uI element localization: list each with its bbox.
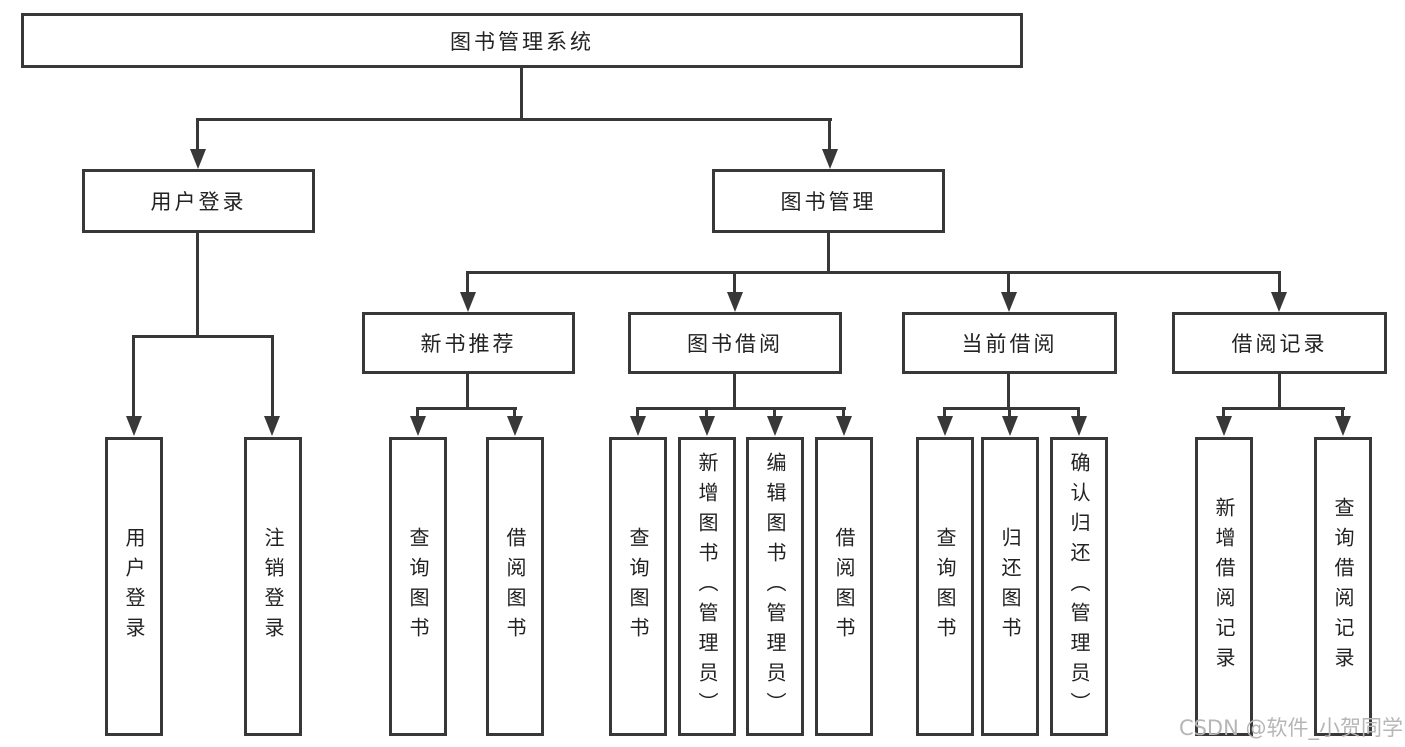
node-borrowing-records: 借阅记录 [1172, 312, 1387, 374]
connector-line [828, 118, 831, 151]
node-label: 借阅图书 [503, 526, 527, 647]
node-label: 注销登录 [261, 526, 285, 647]
arrow-down-icon [699, 416, 715, 436]
connector-line [520, 68, 523, 118]
connector-line [827, 233, 830, 273]
connector-line [466, 374, 469, 410]
node-current-borrowing: 当前借阅 [902, 312, 1117, 374]
leaf-return-book: 归还图书 [981, 437, 1039, 736]
connector-line [416, 407, 419, 418]
leaf-borrow-book-borrowing: 借阅图书 [815, 437, 873, 736]
leaf-add-book-admin: 新增图书（管理员） [678, 437, 736, 736]
connector-line [196, 118, 832, 121]
arrow-down-icon [126, 416, 142, 436]
node-label: 当前借阅 [961, 332, 1058, 356]
connector-line [1278, 271, 1281, 295]
connector-line [733, 374, 736, 410]
node-label: 编辑图书（管理员） [763, 451, 787, 722]
node-label: 图书管理系统 [450, 29, 594, 54]
leaf-query-borrow-record: 查询借阅记录 [1314, 437, 1372, 736]
node-label: 借阅图书 [832, 526, 856, 647]
connector-line [636, 407, 846, 410]
leaf-add-borrow-record: 新增借阅记录 [1195, 437, 1253, 736]
arrow-down-icon [410, 416, 426, 436]
connector-line [773, 407, 776, 418]
arrow-down-icon [767, 416, 783, 436]
leaf-user-login: 用户登录 [105, 437, 163, 736]
leaf-borrow-book-recommend: 借阅图书 [486, 437, 544, 736]
connector-line [271, 335, 274, 417]
node-book-management: 图书管理 [712, 169, 945, 233]
node-label: 查询借阅记录 [1331, 496, 1355, 677]
node-label: 查询图书 [933, 526, 957, 647]
arrow-down-icon [836, 416, 852, 436]
arrow-down-icon [507, 416, 523, 436]
connector-line [1222, 407, 1225, 418]
arrow-down-icon [1216, 416, 1232, 436]
arrow-down-icon [937, 416, 953, 436]
node-label: 查询图书 [406, 526, 430, 647]
node-label: 新增图书（管理员） [695, 451, 719, 722]
connector-line [1341, 407, 1344, 418]
connector-line [196, 118, 199, 151]
node-label: 借阅记录 [1231, 332, 1328, 356]
connector-line [943, 407, 1080, 410]
connector-line [1077, 407, 1080, 418]
arrow-down-icon [190, 149, 206, 169]
connector-line [416, 407, 517, 410]
connector-line [513, 407, 516, 418]
arrow-down-icon [727, 292, 743, 312]
leaf-confirm-return-admin: 确认归还（管理员） [1050, 437, 1108, 736]
node-book-management-system: 图书管理系统 [21, 13, 1023, 68]
node-label: 用户登录 [122, 526, 146, 647]
connector-line [1222, 407, 1345, 410]
connector-line [132, 335, 274, 338]
node-label: 确认归还（管理员） [1067, 451, 1091, 722]
node-label: 新增借阅记录 [1212, 496, 1236, 677]
leaf-query-book-recommend: 查询图书 [389, 437, 447, 736]
arrow-down-icon [1271, 292, 1287, 312]
watermark: CSDN @软件_小贺同学 [1178, 716, 1403, 740]
connector-line [705, 407, 708, 418]
arrow-down-icon [1002, 416, 1018, 436]
connector-line [943, 407, 946, 418]
arrow-down-icon [822, 149, 838, 169]
connector-line [842, 407, 845, 418]
connector-line [636, 407, 639, 418]
arrow-down-icon [630, 416, 646, 436]
connector-line [196, 233, 199, 338]
leaf-logout-login: 注销登录 [244, 437, 302, 736]
node-label: 图书借阅 [687, 332, 783, 356]
node-label: 查询图书 [626, 526, 650, 647]
connector-line [466, 271, 1280, 274]
leaf-query-book-current: 查询图书 [916, 437, 974, 736]
arrow-down-icon [264, 416, 280, 436]
leaf-edit-book-admin: 编辑图书（管理员） [746, 437, 804, 736]
connector-line [1007, 374, 1010, 410]
node-book-borrowing: 图书借阅 [628, 312, 842, 374]
leaf-query-book-borrowing: 查询图书 [609, 437, 667, 736]
connector-line [1008, 407, 1011, 418]
arrow-down-icon [460, 292, 476, 312]
node-new-book-recommendation: 新书推荐 [362, 312, 575, 374]
connector-line [1278, 374, 1281, 410]
arrow-down-icon [1071, 416, 1087, 436]
node-label: 图书管理 [780, 190, 877, 214]
connector-line [132, 335, 135, 417]
arrow-down-icon [1001, 292, 1017, 312]
node-user-login: 用户登录 [82, 169, 315, 233]
connector-line [466, 271, 469, 295]
node-label: 用户登录 [150, 190, 247, 214]
connector-line [733, 271, 736, 295]
connector-line [1007, 271, 1010, 295]
node-label: 归还图书 [998, 526, 1022, 647]
node-label: 新书推荐 [420, 332, 517, 356]
arrow-down-icon [1335, 416, 1351, 436]
